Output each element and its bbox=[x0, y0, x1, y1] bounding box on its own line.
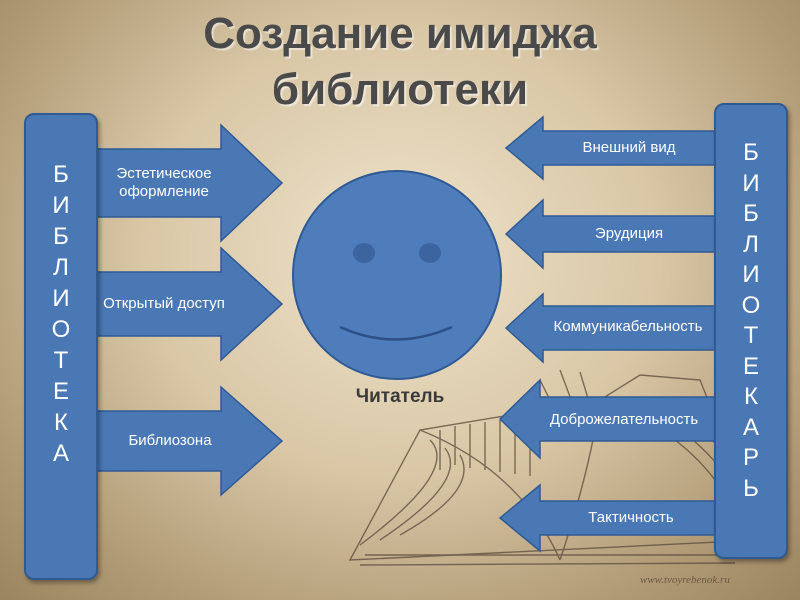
librarian-letter: К bbox=[744, 383, 758, 410]
library-letter: А bbox=[52, 440, 69, 467]
left-arrow-2 bbox=[91, 246, 284, 362]
librarian-letter: Е bbox=[742, 352, 759, 380]
librarian-letter: Б bbox=[743, 200, 759, 227]
left-arrow-label-2: Открытый доступ bbox=[103, 295, 225, 312]
library-letter: Л bbox=[53, 254, 69, 281]
right-arrow-label-5: Тактичность bbox=[588, 509, 674, 526]
smiley-face-icon bbox=[292, 170, 502, 380]
library-letter: Т bbox=[53, 347, 69, 374]
librarian-letter: И bbox=[742, 169, 760, 197]
title-line-2: библиотеки bbox=[271, 65, 529, 114]
library-letter: О bbox=[51, 316, 71, 343]
librarian-letter: Б bbox=[743, 139, 759, 166]
librarian-vertical-bar bbox=[714, 103, 788, 559]
librarian-letter: Ь bbox=[743, 474, 759, 502]
librarian-letter: Л bbox=[743, 230, 759, 258]
right-arrow-label-4: Доброжелательность bbox=[549, 411, 699, 428]
right-arrow-label-1: Внешний вид bbox=[582, 139, 676, 156]
right-arrow-label-2: Эрудиция bbox=[594, 225, 664, 242]
library-vertical-bar bbox=[24, 113, 98, 580]
left-arrow-3 bbox=[91, 385, 284, 497]
left-arrow-label-3: Библиозона bbox=[128, 432, 212, 449]
library-letter: Б bbox=[53, 161, 69, 188]
watermark: www.tvoyrebenok.ru bbox=[640, 574, 730, 586]
title-line-1: Создание имиджа bbox=[203, 9, 597, 58]
librarian-letter: Р bbox=[742, 444, 759, 471]
left-arrow-label-1: Эстетическое оформление bbox=[116, 165, 212, 200]
librarian-letter: О bbox=[741, 291, 761, 319]
librarian-letter: И bbox=[742, 261, 760, 288]
right-arrow-label-3: Коммуникабельность bbox=[553, 318, 703, 335]
librarian-letter: Т bbox=[743, 322, 759, 349]
page-title: Создание имиджа библиотеки bbox=[120, 6, 680, 118]
library-letter: Е bbox=[52, 378, 69, 405]
library-letter: И bbox=[52, 285, 70, 312]
reader-label: Читатель bbox=[355, 386, 445, 407]
left-arrow-1 bbox=[91, 123, 284, 243]
librarian-letter: А bbox=[742, 413, 759, 441]
library-letter: И bbox=[52, 192, 70, 219]
library-letter: К bbox=[54, 409, 68, 436]
library-letter: Б bbox=[53, 223, 69, 250]
